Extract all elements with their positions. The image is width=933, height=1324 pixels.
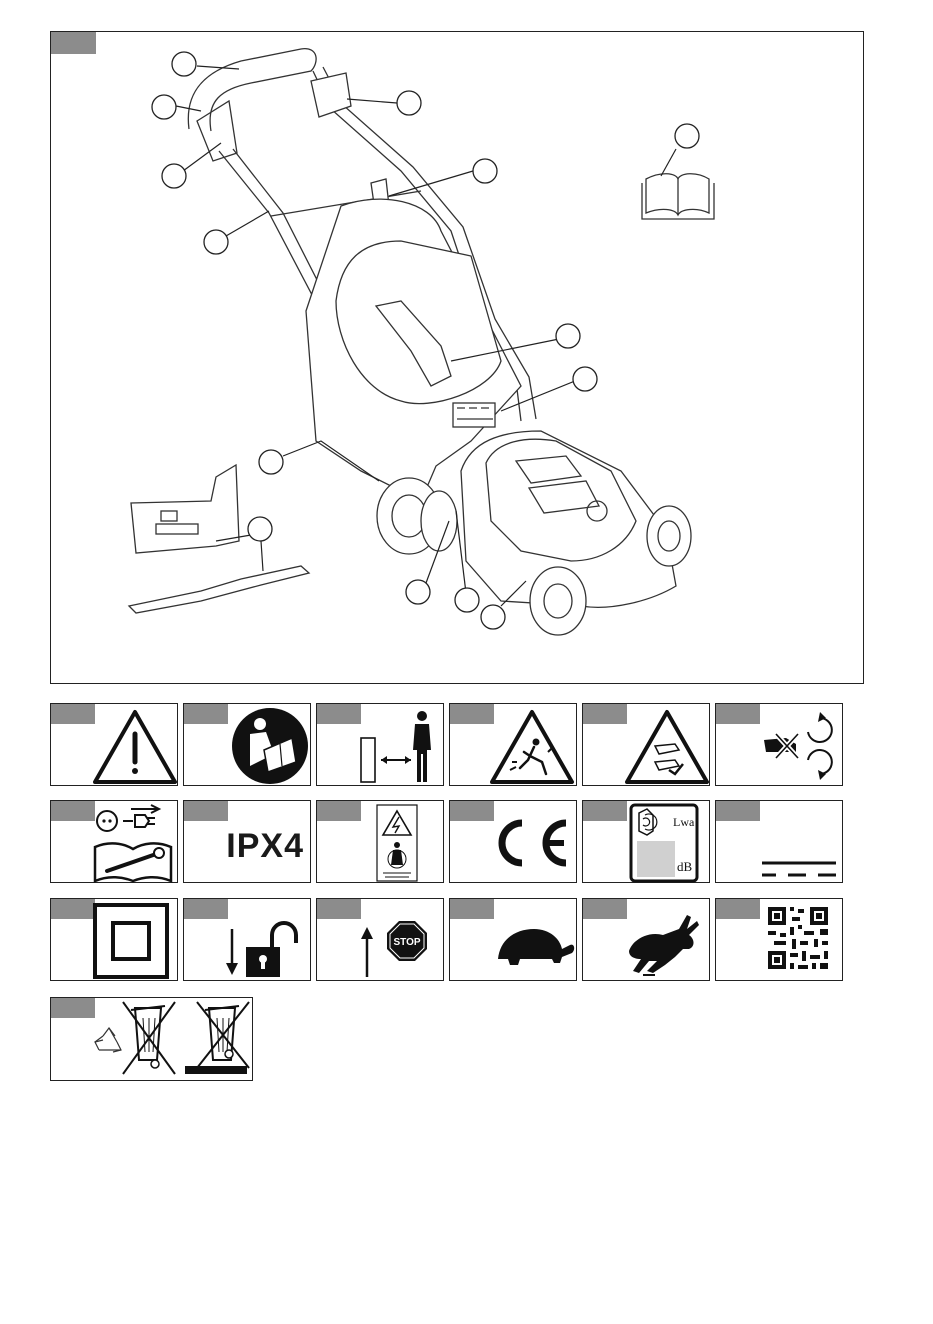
symbol-tile-recycling bbox=[50, 997, 253, 1081]
turtle-slow-icon bbox=[450, 899, 578, 982]
symbol-tile-read-manual bbox=[183, 703, 311, 786]
handle-control bbox=[197, 101, 237, 161]
symbol-tile-fast bbox=[582, 898, 710, 981]
warning-triangle-icon bbox=[51, 704, 179, 787]
callout-11 bbox=[248, 517, 272, 541]
dc-voltage-icon bbox=[716, 801, 844, 884]
callout-9 bbox=[573, 367, 597, 391]
crossed-bin-right-icon bbox=[185, 1002, 249, 1074]
blade-hazard-warning-icon bbox=[583, 704, 711, 787]
callout-13 bbox=[455, 588, 479, 612]
symbol-tile-warning bbox=[50, 703, 178, 786]
callout-4 bbox=[204, 230, 228, 254]
rabbit-fast-icon bbox=[583, 899, 711, 982]
rotating-blade-hands-icon bbox=[716, 704, 844, 787]
symbol-tile-thrown-objects bbox=[449, 703, 577, 786]
symbol-tile-unlock bbox=[183, 898, 311, 981]
callout-1 bbox=[172, 52, 196, 76]
main-figure-panel bbox=[50, 31, 864, 684]
crossed-bin-left-icon bbox=[123, 1002, 175, 1074]
lawnmower-illustration bbox=[51, 32, 865, 685]
ce-mark-icon bbox=[450, 801, 578, 884]
symbol-tile-battery-label bbox=[316, 800, 444, 883]
callout-2 bbox=[152, 95, 176, 119]
qr-code-icon bbox=[716, 899, 844, 982]
blade bbox=[129, 566, 309, 613]
recycle-arrows-icon bbox=[95, 1028, 121, 1052]
symbol-tile-keep-distance bbox=[316, 703, 444, 786]
symbol-tile-dc-voltage bbox=[715, 800, 843, 883]
symbol-tile-stop: STOP bbox=[316, 898, 444, 981]
symbol-tile-blade-hazard bbox=[582, 703, 710, 786]
symbol-tile-rotating-blade bbox=[715, 703, 843, 786]
stop-icon: STOP bbox=[317, 899, 445, 982]
callout-7 bbox=[675, 124, 699, 148]
callout-10 bbox=[259, 450, 283, 474]
callout-5 bbox=[397, 91, 421, 115]
manual-book-icon bbox=[642, 174, 714, 219]
read-manual-icon bbox=[184, 704, 312, 787]
symbol-tile-qr bbox=[715, 898, 843, 981]
thrown-objects-warning-icon bbox=[450, 704, 578, 787]
symbol-tile-ce bbox=[449, 800, 577, 883]
ipx4-rating-icon: IPX4 bbox=[226, 827, 304, 866]
symbol-tile-disconnect-maintenance bbox=[50, 800, 178, 883]
callout-8 bbox=[556, 324, 580, 348]
symbol-tile-ipx4: IPX4 bbox=[183, 800, 311, 883]
callout-14 bbox=[481, 605, 505, 629]
disconnect-before-maintenance-icon bbox=[51, 801, 179, 884]
front-wheel-right bbox=[647, 506, 691, 566]
stop-sign-text: STOP bbox=[393, 937, 420, 948]
electrical-hazard-label-icon bbox=[317, 801, 445, 884]
callout-6 bbox=[473, 159, 497, 183]
push-down-unlock-icon bbox=[184, 899, 312, 982]
double-insulation-icon bbox=[51, 899, 179, 982]
front-wheel-left bbox=[530, 567, 586, 635]
weee-recycling-icon bbox=[51, 998, 254, 1082]
sound-power-label: Lwa bbox=[673, 815, 694, 830]
switch-box bbox=[311, 73, 351, 117]
callout-12 bbox=[406, 580, 430, 604]
keep-bystanders-away-icon bbox=[317, 704, 445, 787]
sound-power-unit: dB bbox=[677, 859, 692, 875]
symbol-tile-slow bbox=[449, 898, 577, 981]
symbol-tile-sound-power: Lwa dB bbox=[582, 800, 710, 883]
symbol-tile-class-ii bbox=[50, 898, 178, 981]
callout-3 bbox=[162, 164, 186, 188]
